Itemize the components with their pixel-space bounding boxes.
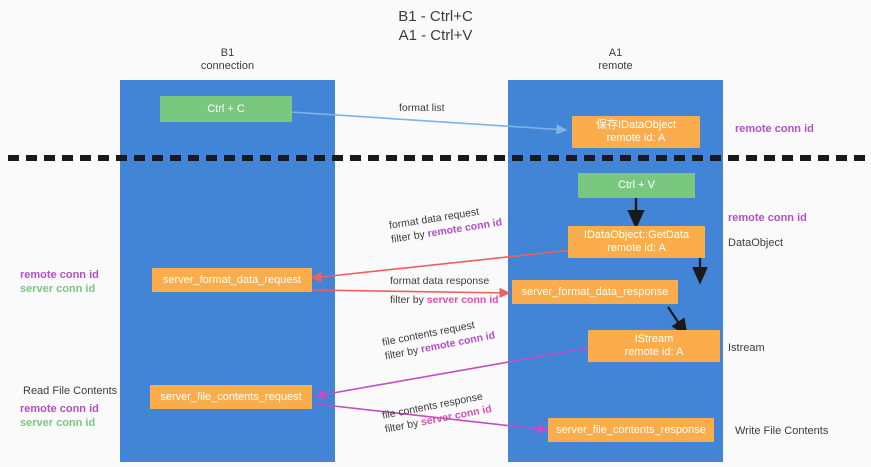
filter-prefix: filter by xyxy=(390,294,427,306)
box-server-file-contents-request[interactable]: server_file_contents_request xyxy=(150,385,312,409)
page-title: B1 - Ctrl+C A1 - Ctrl+V xyxy=(0,7,871,45)
annotation-write-file-contents: Write File Contents xyxy=(735,425,829,437)
box-istream[interactable]: IStream remote id: A xyxy=(588,330,720,362)
lane-a1-name: A1 xyxy=(608,47,623,59)
annotation-remote-conn-id-top: remote conn id xyxy=(735,123,814,135)
box-server-format-data-response[interactable]: server_format_data_response xyxy=(512,280,678,304)
box-server-format-data-response-label: server_format_data_response xyxy=(521,285,669,298)
edge-label-file-contents-response: file contents response filter by server … xyxy=(381,388,493,436)
lane-a1-role: remote xyxy=(598,60,633,72)
annotation-left-server-conn-id-2: server conn id xyxy=(20,417,96,429)
box-save-idataobject-line1: 保存IDataObject xyxy=(595,119,677,131)
box-ctrl-v[interactable]: Ctrl + V xyxy=(578,173,695,198)
page-title-line2: A1 - Ctrl+V xyxy=(398,27,473,44)
box-server-file-contents-request-label: server_file_contents_request xyxy=(160,390,302,403)
annotation-read-file-contents: Read File Contents xyxy=(23,385,118,397)
box-server-file-contents-response[interactable]: server_file_contents_response xyxy=(548,418,714,442)
box-server-file-contents-response-label: server_file_contents_response xyxy=(556,423,706,436)
annotation-left-server-conn-id: server conn id xyxy=(20,283,96,295)
box-getdata-line2: remote id: A xyxy=(607,242,666,254)
box-save-idataobject-line2: remote id: A xyxy=(606,132,666,144)
box-getdata[interactable]: IDataObject::GetData remote id: A xyxy=(568,226,705,258)
edge-label-file-contents-request: file contents request filter by remote c… xyxy=(381,315,496,364)
lane-b1-role: connection xyxy=(200,60,255,72)
box-getdata-line1: IDataObject::GetData xyxy=(583,229,690,241)
box-ctrl-c-label: Ctrl + C xyxy=(207,102,245,115)
box-server-format-data-request[interactable]: server_format_data_request xyxy=(152,268,312,292)
box-ctrl-v-label: Ctrl + V xyxy=(618,179,655,191)
box-istream-line1: IStream xyxy=(634,333,674,345)
lane-b1-name: B1 xyxy=(220,47,235,59)
page-title-line1: B1 - Ctrl+C xyxy=(398,8,473,25)
box-server-format-data-request-label: server_format_data_request xyxy=(162,273,302,286)
edge-label-format-data-response-text: format data response xyxy=(390,275,490,287)
edge-label-format-data-response: format data response filter by server co… xyxy=(390,274,499,307)
annotation-istream: Istream xyxy=(728,342,765,354)
lane-title-a1: A1 remote xyxy=(508,47,723,73)
box-ctrl-c[interactable]: Ctrl + C xyxy=(160,96,292,122)
edge-label-format-list: format list xyxy=(399,102,445,114)
filter-key-server-conn-id: server conn id xyxy=(426,294,499,306)
annotation-left-remote-conn-id-2: remote conn id xyxy=(20,403,99,415)
box-istream-line2: remote id: A xyxy=(624,346,684,358)
annotation-left-remote-conn-id: remote conn id xyxy=(20,269,99,281)
annotation-remote-conn-id-mid: remote conn id xyxy=(728,212,807,224)
edge-label-format-data-response-filter: filter by server conn id xyxy=(390,293,499,307)
edge-label-format-data-request: format data request filter by remote con… xyxy=(388,201,503,246)
box-save-idataobject[interactable]: 保存IDataObject remote id: A xyxy=(572,116,700,148)
lane-title-b1: B1 connection xyxy=(120,47,335,73)
annotation-dataobject: DataObject xyxy=(728,237,784,249)
